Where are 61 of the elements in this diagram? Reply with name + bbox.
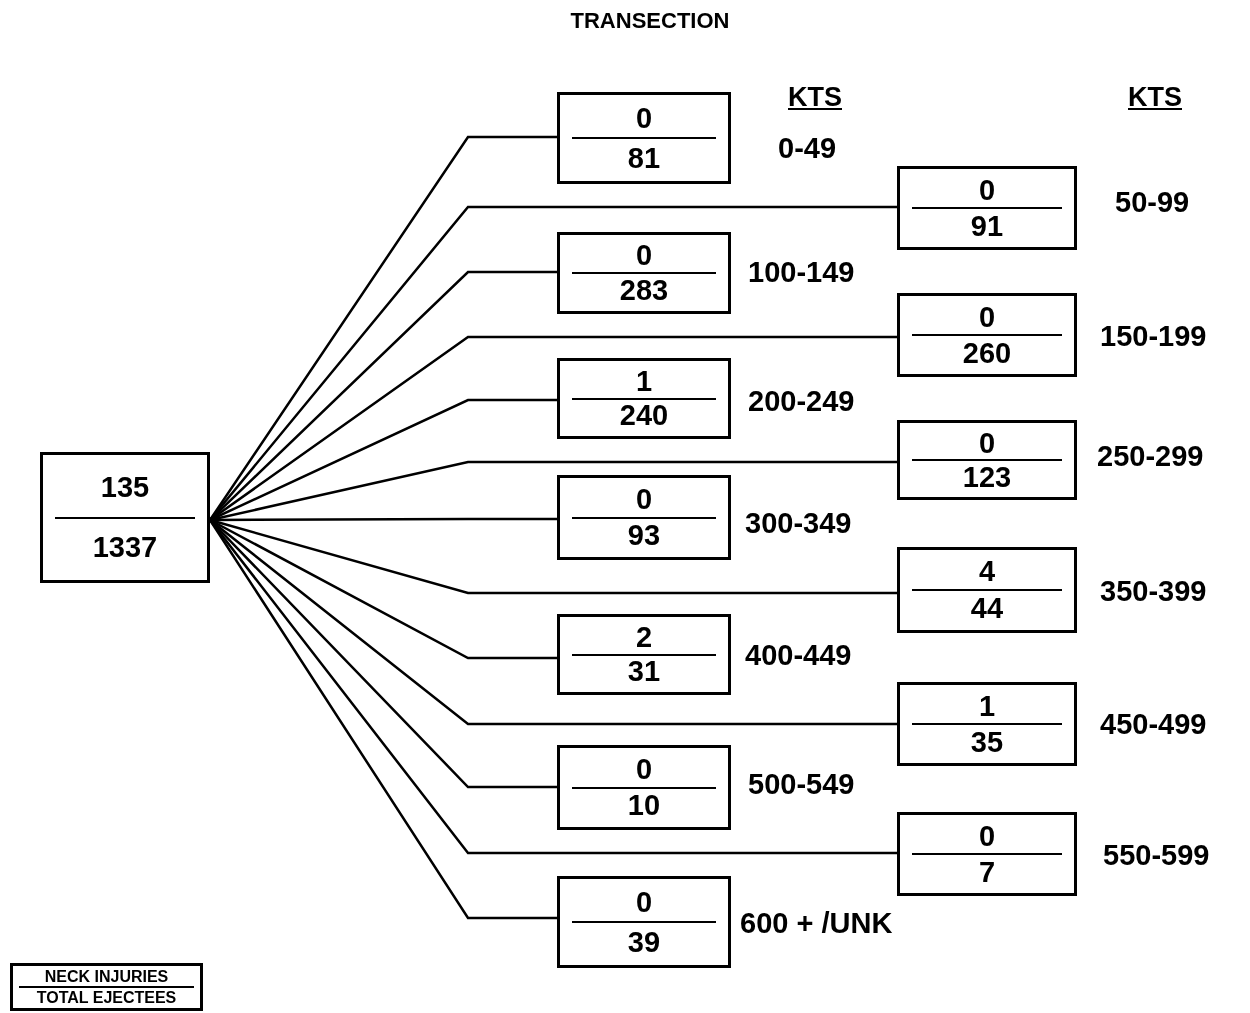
denominator: 283 bbox=[619, 276, 669, 305]
numerator: 1 bbox=[635, 366, 653, 396]
count-box bbox=[897, 293, 1077, 377]
count-box bbox=[557, 92, 731, 184]
denominator: 91 bbox=[970, 211, 1004, 241]
speed-range-label: 600 + /UNK bbox=[740, 906, 893, 940]
legend-box bbox=[10, 963, 203, 1011]
legend-text: TOTAL EJECTEES bbox=[36, 989, 177, 1006]
numerator: 135 bbox=[100, 473, 150, 503]
count-box bbox=[897, 420, 1077, 500]
speed-range-label: 150-199 bbox=[1100, 319, 1207, 353]
numerator: 0 bbox=[635, 887, 653, 917]
numerator: 2 bbox=[635, 622, 653, 652]
denominator: 123 bbox=[962, 462, 1012, 492]
denominator: 44 bbox=[970, 594, 1004, 623]
count-box bbox=[897, 166, 1077, 250]
denominator: 260 bbox=[962, 338, 1012, 368]
speed-range-label: 200-249 bbox=[748, 384, 855, 418]
diagram-title: TRANSECTION bbox=[569, 8, 731, 34]
column-heading: KTS bbox=[1128, 82, 1182, 113]
count-box bbox=[557, 614, 731, 695]
speed-range-label: 250-299 bbox=[1097, 439, 1204, 473]
denominator: 93 bbox=[627, 521, 661, 551]
count-box bbox=[557, 232, 731, 314]
denominator: 7 bbox=[978, 857, 996, 887]
denominator: 35 bbox=[970, 727, 1004, 757]
numerator: 0 bbox=[635, 754, 653, 784]
speed-range-label: 0-49 bbox=[778, 131, 837, 165]
count-box bbox=[897, 547, 1077, 633]
numerator: 0 bbox=[978, 428, 996, 458]
numerator: 0 bbox=[635, 103, 653, 133]
count-box bbox=[897, 812, 1077, 896]
speed-range-label: 300-349 bbox=[745, 506, 852, 540]
speed-range-label: 400-449 bbox=[745, 638, 852, 672]
numerator: 0 bbox=[635, 241, 653, 270]
count-box bbox=[557, 876, 731, 968]
numerator: 4 bbox=[978, 557, 996, 586]
count-box bbox=[557, 475, 731, 560]
speed-range-label: 550-599 bbox=[1103, 838, 1210, 872]
denominator: 39 bbox=[627, 927, 661, 957]
speed-range-label: 50-99 bbox=[1115, 185, 1190, 219]
speed-range-label: 500-549 bbox=[748, 767, 855, 801]
speed-range-label: 100-149 bbox=[748, 255, 855, 289]
numerator: 0 bbox=[635, 484, 653, 514]
count-box bbox=[897, 682, 1077, 766]
numerator: 1 bbox=[978, 691, 996, 721]
speed-range-label: 350-399 bbox=[1100, 574, 1207, 608]
legend-text: NECK INJURIES bbox=[44, 968, 169, 985]
numerator: 0 bbox=[978, 821, 996, 851]
denominator: 81 bbox=[627, 143, 661, 173]
count-box bbox=[40, 452, 210, 583]
denominator: 10 bbox=[627, 791, 661, 821]
denominator: 1337 bbox=[92, 532, 158, 562]
numerator: 0 bbox=[978, 302, 996, 332]
count-box bbox=[557, 745, 731, 830]
denominator: 240 bbox=[619, 401, 669, 431]
numerator: 0 bbox=[978, 175, 996, 205]
count-box bbox=[557, 358, 731, 439]
speed-range-label: 450-499 bbox=[1100, 707, 1207, 741]
denominator: 31 bbox=[627, 657, 661, 687]
column-heading: KTS bbox=[788, 82, 842, 113]
